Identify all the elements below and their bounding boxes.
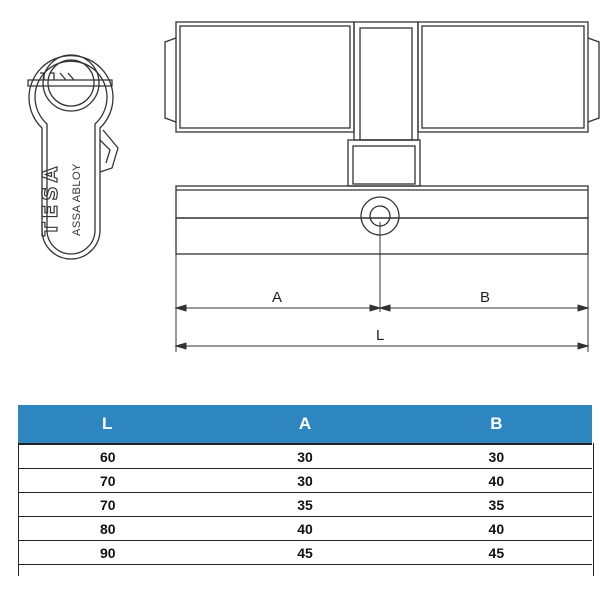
cam-tab-inner — [99, 139, 111, 164]
cam-slot — [353, 21, 419, 141]
left-body-inner — [179, 25, 351, 129]
cylinder-front-view — [27, 54, 119, 260]
dim-b-label: B — [480, 289, 490, 306]
tesa-logo: TESA — [37, 162, 62, 236]
svg-text:ASSA ABLOY: ASSA ABLOY — [71, 163, 83, 236]
dimension-lines — [174, 222, 590, 352]
assa-abloy-logo: ASSA ABLOY — [71, 163, 83, 236]
keyway-icon — [27, 72, 113, 87]
table-header-row: L A B — [18, 405, 592, 444]
dimensions-table: L A B 60 30 30 70 30 40 70 35 35 80 40 4… — [18, 405, 592, 565]
column-header-a: A — [209, 405, 401, 444]
plug-circle — [42, 54, 100, 112]
cell-b: 35 — [400, 492, 592, 517]
left-end-cap — [164, 37, 177, 123]
cell-l: 90 — [18, 540, 210, 565]
cell-a: 40 — [209, 516, 401, 541]
cam-slot-inner — [359, 27, 413, 141]
cell-a: 45 — [209, 540, 401, 565]
cell-b: 45 — [400, 540, 592, 565]
cell-b: 40 — [400, 468, 592, 493]
cell-b: 30 — [400, 443, 592, 469]
table-row: 70 35 35 — [18, 492, 592, 517]
front-profile-inner — [34, 60, 108, 255]
cell-a: 35 — [209, 492, 401, 517]
dim-b-arrow-left — [378, 304, 391, 312]
cam-block — [347, 139, 421, 187]
dim-b-arrow-right — [577, 304, 590, 312]
table-row: 70 30 40 — [18, 468, 592, 493]
left-body — [175, 21, 355, 133]
cell-l: 60 — [18, 443, 210, 469]
cam-block-inner — [352, 145, 416, 185]
cell-b: 40 — [400, 516, 592, 541]
plug-inner-circle — [47, 59, 95, 107]
cell-l: 70 — [18, 468, 210, 493]
dim-l-label: L — [376, 327, 384, 344]
column-header-l: L — [18, 405, 210, 444]
svg-text:TESA: TESA — [38, 163, 62, 236]
stem — [175, 217, 589, 255]
dim-l-arrow-left — [174, 342, 187, 350]
table-row: 80 40 40 — [18, 516, 592, 541]
cylinder-technical-drawing: TESA ASSA ABLOY — [27, 21, 600, 352]
table-row: 90 45 45 — [18, 540, 592, 565]
right-body-inner — [421, 25, 585, 129]
dim-l-arrow-right — [577, 342, 590, 350]
dim-a-arrow-left — [174, 304, 187, 312]
column-header-b: B — [400, 405, 592, 444]
dim-a-label: A — [272, 289, 282, 306]
dim-a-arrow-right — [369, 304, 382, 312]
cell-l: 70 — [18, 492, 210, 517]
right-end-cap — [587, 37, 600, 123]
table-row: 60 30 30 — [18, 443, 592, 469]
cylinder-side-view — [164, 21, 600, 255]
cell-a: 30 — [209, 443, 401, 469]
cell-l: 80 — [18, 516, 210, 541]
cell-a: 30 — [209, 468, 401, 493]
right-body — [417, 21, 589, 133]
cam-tab — [99, 129, 119, 173]
lower-profile — [175, 185, 589, 219]
